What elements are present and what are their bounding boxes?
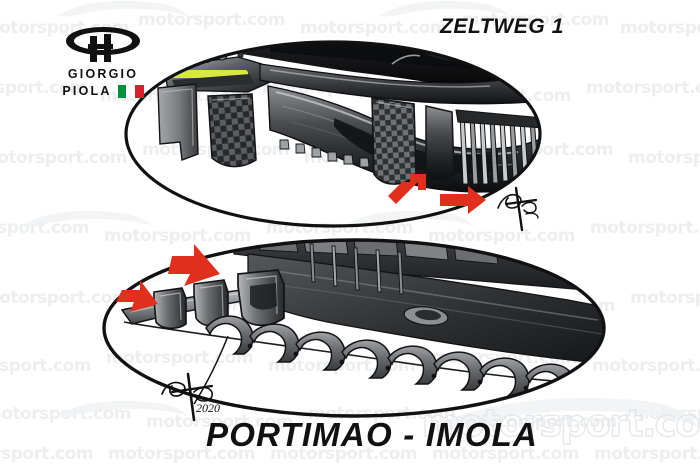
watermark-text: motorsport.com	[630, 288, 700, 308]
watermark-text: motorsport.com	[0, 444, 94, 464]
beam-highlight	[269, 69, 491, 88]
crescent-strake-row	[205, 315, 576, 403]
bottom-ellipse-frame	[102, 238, 606, 418]
logo-last-name: PIOLA	[62, 84, 112, 98]
antenna-tip-icon	[394, 42, 406, 46]
inner-fence	[425, 105, 455, 182]
giorgio-piola-signature	[497, 186, 539, 232]
top-ellipse-frame	[124, 40, 542, 228]
strake-mount-dots	[247, 343, 529, 391]
floor-body-group	[120, 240, 604, 403]
watermark-text: motorsport.com	[586, 78, 700, 98]
wiring-loom	[391, 54, 421, 65]
crescent-strake	[295, 331, 346, 371]
fence-highlight	[159, 292, 182, 321]
gurney-tab-row	[279, 139, 370, 168]
bottom-illustration: 2020	[98, 236, 610, 422]
floor-scoop	[403, 306, 449, 326]
crescent-strake	[387, 345, 438, 385]
watermark-text: motorsport.com	[620, 18, 700, 38]
gurney-tab	[359, 157, 370, 168]
gurney-tab	[343, 154, 354, 165]
lip-under-edge	[123, 321, 569, 383]
signature-leader-line	[193, 335, 229, 405]
diffuser-throat	[334, 118, 498, 175]
watermark-text: motorsport.com	[628, 148, 700, 168]
support-pylon	[309, 243, 316, 283]
watermark-text: motorsport.com	[138, 10, 286, 30]
floor-drawing: 2020	[102, 238, 606, 422]
giorgio-piola-logo: GIORGIO PIOLA	[48, 24, 158, 98]
arrow-diagonal-down-right-inner	[168, 244, 220, 286]
top-illustration	[120, 34, 550, 239]
gp-monogram-icon	[66, 27, 140, 62]
ferrari-shield-badge-icon	[468, 49, 483, 66]
floor-seam-2	[283, 285, 603, 335]
support-pylon	[397, 251, 404, 295]
signature-year: 2020	[196, 401, 220, 415]
watermark-big-text: motorsport.com	[422, 402, 700, 445]
gurney-tab	[327, 151, 338, 162]
carbon-weave-strake-right	[371, 97, 417, 185]
outer-endplate-fence	[157, 83, 199, 161]
giorgio-piola-signature: 2020	[161, 372, 220, 422]
watermark-logo-large: motorsport.com	[421, 397, 700, 446]
floor-seam	[267, 269, 599, 321]
diffuser-drawing	[124, 40, 542, 232]
diffuser-body-group	[157, 42, 540, 193]
support-pylon-row	[309, 243, 404, 295]
tall-fence	[153, 287, 187, 330]
fin-cluster-root	[455, 109, 540, 129]
gurney-tab	[311, 147, 322, 158]
fence-inner-shade	[250, 283, 277, 310]
logo-name-line-1: GIORGIO	[48, 67, 158, 81]
gurney-tab	[279, 139, 290, 150]
crescent-strake	[433, 351, 484, 391]
beam-wing	[259, 63, 540, 105]
top-title: ZELTWEG 1	[440, 15, 565, 38]
arrow-right	[440, 186, 486, 214]
arrow-diagonal-down-right-outer	[116, 280, 158, 312]
fence-highlight	[199, 284, 224, 317]
endplate-highlight	[161, 88, 194, 147]
arrow-diagonal-up-right	[388, 174, 426, 204]
strake-top-highlight	[211, 97, 251, 101]
strake-top-highlight	[375, 101, 413, 109]
logo-name-line-2: PIOLA	[48, 84, 158, 98]
watermark-text: motorsport.com	[0, 148, 128, 168]
watermark-text: motorsport.com	[590, 218, 700, 238]
support-pylon	[353, 247, 360, 291]
support-pylon	[331, 245, 338, 287]
watermark-text: motorsport.com	[0, 356, 92, 376]
gurney-tab	[295, 143, 306, 154]
italian-flag-icon	[117, 84, 144, 98]
carbon-weave-strake-left	[207, 93, 257, 168]
watermark-swoosh-icon	[58, 0, 188, 17]
crescent-strake	[249, 323, 300, 363]
watermark-swoosh-icon	[428, 397, 700, 431]
support-pylon	[375, 249, 382, 293]
watermark-text: motorsport.com	[0, 218, 90, 238]
crescent-strake	[205, 315, 254, 355]
bottom-title: PORTIMAO - IMOLA	[206, 416, 539, 453]
logo-first-name: GIORGIO	[67, 67, 139, 81]
crescent-strake	[341, 339, 392, 379]
